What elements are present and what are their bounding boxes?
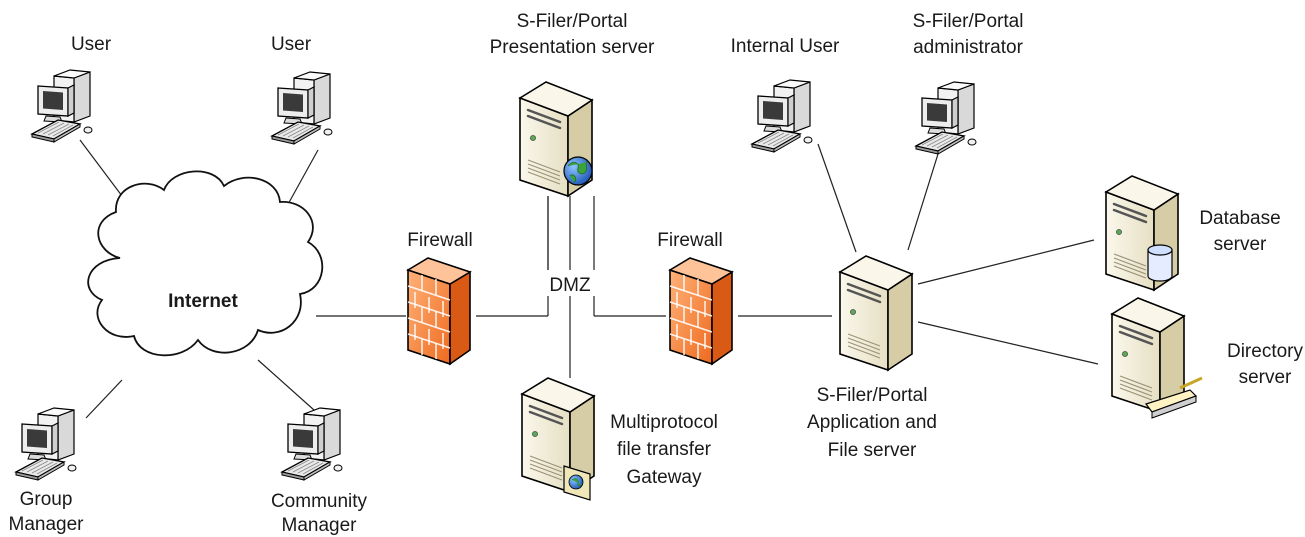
gateway-label-line3: Gateway xyxy=(627,467,702,488)
firewall-outer-node: Firewall xyxy=(407,230,473,365)
desktop-computer-icon xyxy=(751,79,813,153)
database-server-node: Database server xyxy=(1104,174,1281,292)
link-app-server-directory xyxy=(917,321,1099,365)
directory-server-label-line2: server xyxy=(1239,367,1292,388)
user-right-node: User xyxy=(271,34,333,145)
firewall-inner-label: Firewall xyxy=(657,230,722,251)
firewall-outer-label: Firewall xyxy=(407,230,472,251)
folder-globe-icon xyxy=(563,465,591,501)
link-app-server-database xyxy=(917,239,1095,285)
internal-user-label: Internal User xyxy=(731,36,840,57)
database-server-label-line1: Database xyxy=(1199,208,1280,229)
dmz-node: DMZ xyxy=(536,270,606,296)
link-group-manager-internet xyxy=(85,379,123,419)
gateway-label-line2: file transfer xyxy=(617,439,712,460)
card-reader-icon xyxy=(1145,376,1203,419)
user-right-label: User xyxy=(271,34,312,55)
firewall-inner-node: Firewall xyxy=(657,230,733,365)
gateway-label-line1: Multiprotocol xyxy=(610,412,718,433)
database-server-label-line2: server xyxy=(1214,234,1267,255)
firewall-icon xyxy=(669,257,733,365)
link-administrator-app-server xyxy=(907,153,939,251)
desktop-computer-icon xyxy=(31,69,93,143)
tower-server-icon xyxy=(838,254,914,372)
internal-user-node: Internal User xyxy=(731,36,840,153)
firewall-icon xyxy=(407,257,471,365)
internet-label: Internet xyxy=(168,291,238,312)
group-manager-label-line2: Manager xyxy=(9,514,85,535)
database-cylinder-icon xyxy=(1147,244,1173,282)
group-manager-node: Group Manager xyxy=(9,407,85,535)
desktop-computer-icon xyxy=(281,407,343,481)
presentation-server-node: S-Filer/Portal Presentation server xyxy=(490,11,655,198)
administrator-label-line1: S-Filer/Portal xyxy=(913,11,1024,32)
link-community-manager-internet xyxy=(257,359,315,411)
app-server-label-line3: File server xyxy=(828,440,917,461)
directory-server-node: Directory server xyxy=(1110,296,1304,419)
community-manager-node: Community Manager xyxy=(271,407,368,536)
app-server-label-line2: Application and xyxy=(807,412,937,433)
administrator-node: S-Filer/Portal administrator xyxy=(913,11,1024,155)
directory-server-label-line1: Directory xyxy=(1227,341,1304,362)
connectors xyxy=(79,139,1099,419)
dmz-label: DMZ xyxy=(549,275,591,296)
globe-icon xyxy=(563,156,593,186)
internet-node: Internet xyxy=(87,170,324,357)
user-left-label: User xyxy=(71,34,112,55)
cloud-icon xyxy=(87,170,324,357)
desktop-computer-icon xyxy=(915,81,977,155)
group-manager-label-line1: Group xyxy=(20,489,73,510)
app-server-label-line1: S-Filer/Portal xyxy=(817,385,928,406)
link-internal-user-app-server xyxy=(817,143,857,253)
desktop-computer-icon xyxy=(271,71,333,145)
community-manager-label-line1: Community xyxy=(271,491,368,512)
gateway-node: Multiprotocol file transfer Gateway xyxy=(520,376,718,501)
user-left-node: User xyxy=(31,34,112,143)
presentation-server-label-line2: Presentation server xyxy=(490,37,655,58)
community-manager-label-line2: Manager xyxy=(282,515,358,536)
administrator-label-line2: administrator xyxy=(913,37,1023,58)
presentation-server-label-line1: S-Filer/Portal xyxy=(517,11,628,32)
app-server-node: S-Filer/Portal Application and File serv… xyxy=(807,254,937,461)
desktop-computer-icon xyxy=(15,407,77,481)
